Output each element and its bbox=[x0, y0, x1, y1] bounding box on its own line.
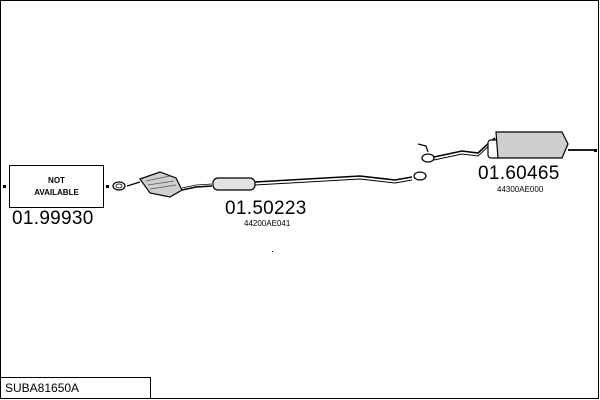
reference-code-box: SUBA81650A bbox=[0, 377, 151, 399]
part-number-label-1: 01.99930 bbox=[12, 208, 94, 229]
catalytic-converter bbox=[126, 171, 213, 198]
oem-number-label-2: 44200AE041 bbox=[244, 219, 291, 228]
not-available-line-1: NOT bbox=[48, 175, 65, 185]
not-available-line-2: AVAILABLE bbox=[34, 187, 79, 197]
reference-code: SUBA81650A bbox=[5, 381, 80, 395]
center-pipe bbox=[212, 171, 427, 191]
rear-silencer-assembly bbox=[417, 131, 597, 163]
oem-number-label-3: 44300AE000 bbox=[497, 185, 544, 194]
tailpipe-end-dot bbox=[594, 149, 597, 152]
part-number-label-3: 01.60465 bbox=[478, 163, 560, 184]
small-mark bbox=[272, 251, 273, 252]
left-connector-dot bbox=[3, 185, 6, 188]
not-available-box: NOT AVAILABLE bbox=[9, 165, 104, 208]
part-number-label-2: 01.50223 bbox=[225, 198, 307, 219]
front-flange-ring bbox=[112, 181, 126, 191]
right-connector-dot bbox=[106, 185, 109, 188]
